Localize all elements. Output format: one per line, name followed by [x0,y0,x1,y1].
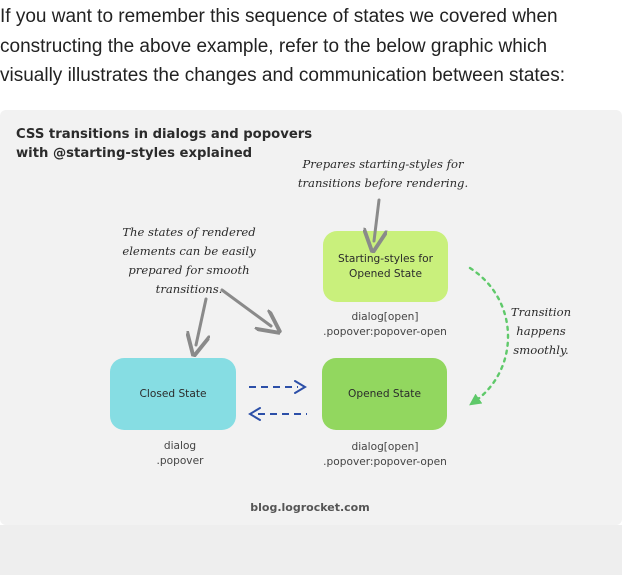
opened-selectors: dialog[open] .popover:popover-open [315,440,455,470]
starting-styles-label: Starting-styles for Opened State [338,252,433,280]
closed-state-label: Closed State [139,387,207,400]
bottom-band [0,525,622,575]
transition-curve-arrow [468,266,510,406]
arrow-closed-to-opened-head [294,380,307,394]
pointer-arrow-to-starting [374,198,379,241]
opened-state-label: Opened State [348,387,421,400]
note-states-prepared: The states of rendered elements can be e… [122,225,256,296]
starting-selector-popover: .popover:popover-open [323,326,447,338]
pointer-arrow-to-closed [196,297,206,345]
diagram-figure [0,110,622,525]
starting-selectors: dialog[open] .popover:popover-open [315,310,455,340]
opened-selector-popover: .popover:popover-open [323,456,447,468]
starting-selector-dialog: dialog[open] [351,311,419,323]
intro-paragraph: If you want to remember this sequence of… [0,6,566,86]
closed-state-box: Closed State [110,358,236,430]
credit-text: blog.logrocket.com [250,501,370,514]
arrow-opened-to-closed-head [248,407,261,421]
note-transition-smoothly: Transition happens smoothly. [510,305,572,357]
opened-selector-dialog: dialog[open] [351,441,419,453]
closed-selector-popover: .popover [156,455,204,467]
pointer-arrow-to-opened [220,288,271,326]
diagram-title: CSS transitions in dialogs and popovers … [16,127,313,161]
closed-selector-dialog: dialog [163,440,197,452]
opened-state-box: Opened State [322,358,447,430]
note-prepares-starting-styles: Prepares starting-styles for transitions… [297,157,469,190]
closed-selectors: dialog .popover [120,439,240,469]
